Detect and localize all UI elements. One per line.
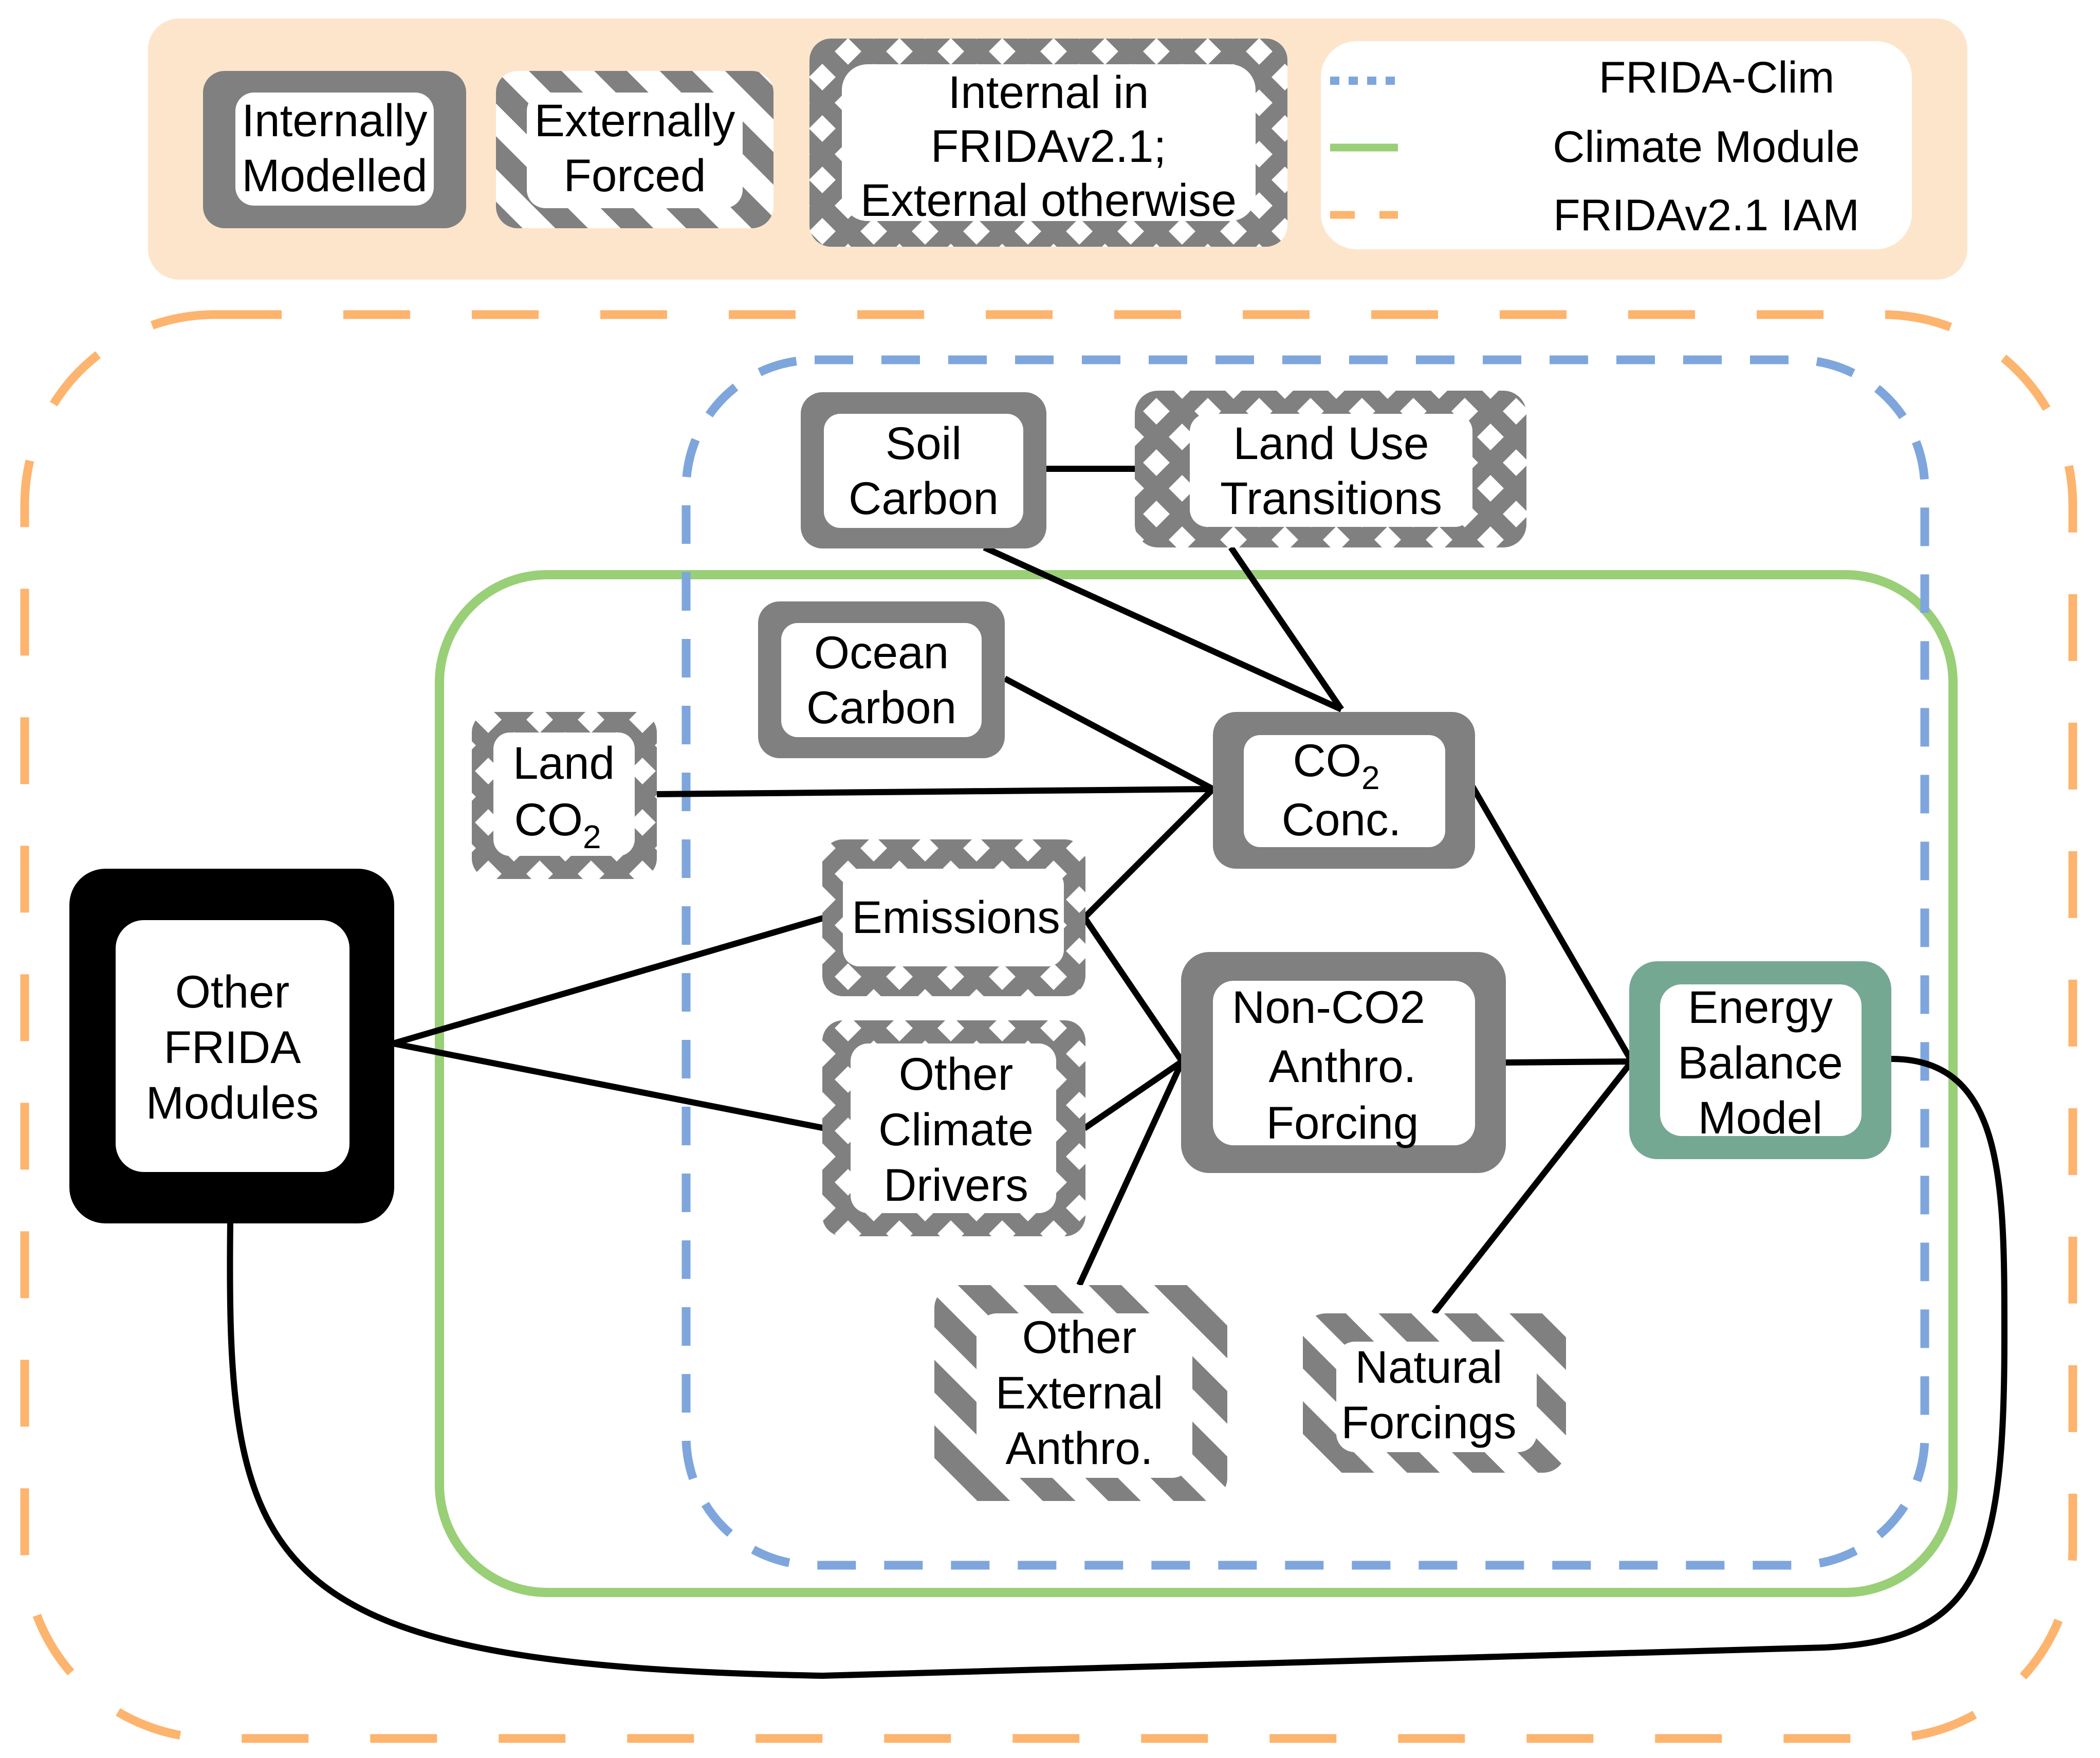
legend-external-line2: Forced (564, 150, 706, 201)
edge-landuse-co2 (1228, 545, 1344, 711)
node-natural-forcings-line1: Natural (1355, 1341, 1503, 1393)
node-land-use-transitions[interactable]: Land Use Transitions (1135, 391, 1526, 547)
node-other-external-line1: Other (1022, 1311, 1137, 1363)
climate-module-boundary (435, 570, 1958, 1597)
edge-emissions-nonco2 (1082, 915, 1185, 1064)
node-land-use-line1: Land Use (1233, 417, 1429, 469)
legend-mixed-line1: Internal in (948, 66, 1149, 118)
node-non-co2-line3: Forcing (1266, 1097, 1419, 1148)
node-other-climate-drivers[interactable]: Other Climate Drivers (822, 1020, 1085, 1236)
edge-emissions-co2 (1082, 786, 1215, 920)
edge-otherdrivers-nonco2 (1082, 1059, 1184, 1131)
node-non-co2-line1: Non-CO2 (1232, 981, 1425, 1033)
node-ebm-line3: Model (1698, 1092, 1822, 1143)
legend-mixed-line3: External otherwise (860, 174, 1237, 226)
non-co2-text: Non-CO (1232, 981, 1399, 1033)
node-other-external-anthro[interactable]: Other External Anthro. (934, 1285, 1227, 1501)
edge-otherexternal-nonco2 (1076, 1060, 1185, 1287)
node-emissions[interactable]: Emissions (822, 839, 1085, 996)
co2-subscript: 2 (583, 818, 601, 855)
node-other-climate-drivers-line3: Drivers (883, 1159, 1028, 1211)
node-energy-balance-model[interactable]: Energy Balance Model (1629, 961, 1891, 1159)
node-emissions-line1: Emissions (852, 891, 1060, 943)
node-other-climate-drivers-line1: Other (899, 1048, 1014, 1100)
node-soil-carbon-line2: Carbon (849, 472, 999, 524)
legend-internal-line2: Modelled (242, 150, 427, 201)
node-other-frida-line3: Modules (146, 1077, 319, 1128)
node-other-frida-modules[interactable]: Other FRIDA Modules (69, 869, 394, 1223)
edge-ebm-otherfrida-loop (227, 1056, 2008, 1679)
node-natural-forcings[interactable]: Natural Forcings (1303, 1313, 1566, 1473)
edges (227, 466, 2008, 1679)
node-land-co2[interactable]: Land CO2 (472, 712, 657, 879)
frida-clim-boundary (681, 355, 1929, 1570)
legend-external: Externally Forced (496, 71, 773, 228)
legend-frida-clim: FRIDA-Clim (1599, 53, 1835, 102)
legend-internal-line1: Internally (242, 95, 428, 146)
legend-mixed: Internal in FRIDAv2.1; External otherwis… (809, 39, 1287, 247)
edge-ocean-co2 (1003, 675, 1214, 792)
co2-subscript: 2 (1361, 759, 1380, 796)
node-other-frida-line2: FRIDA (164, 1021, 302, 1073)
co2-text: CO (1293, 735, 1361, 786)
edge-natural-ebm (1431, 1059, 1634, 1315)
legend-boundaries: FRIDA-Clim Climate Module FRIDAv2.1 IAM (1321, 41, 1912, 249)
node-ebm-line2: Balance (1678, 1037, 1843, 1088)
node-natural-forcings-line2: Forcings (1341, 1397, 1516, 1448)
co2-subscript: 2 (1399, 981, 1425, 1033)
node-land-use-line2: Transitions (1220, 472, 1442, 524)
edge-otherfrida-emissions (392, 914, 826, 1047)
frida-iam-boundary (20, 310, 2077, 1743)
co2-text: CO (514, 794, 583, 845)
node-ocean-carbon-line1: Ocean (814, 627, 949, 678)
node-co2-conc[interactable]: CO2 Conc. (1213, 712, 1475, 869)
node-soil-carbon-line1: Soil (886, 417, 962, 469)
node-land-co2-line2: CO2 (514, 794, 601, 855)
node-non-co2-forcing[interactable]: Non-CO2 Anthro. Forcing (1181, 952, 1506, 1173)
node-co2-conc-line1: CO2 (1293, 735, 1379, 796)
node-land-co2-line1: Land (513, 737, 615, 789)
legend-mixed-line2: FRIDAv2.1; (931, 120, 1166, 172)
node-other-climate-drivers-line2: Climate (878, 1104, 1034, 1155)
edge-landco2-co2 (655, 786, 1213, 797)
node-ocean-carbon-line2: Carbon (806, 682, 956, 733)
node-ebm-line1: Energy (1688, 981, 1833, 1033)
edge-nonco2-ebm (1505, 1058, 1632, 1066)
edge-co2-ebm (1469, 784, 1635, 1064)
node-other-external-line2: External (996, 1367, 1164, 1418)
node-other-frida-line1: Other (175, 966, 290, 1017)
node-other-external-line3: Anthro. (1006, 1422, 1153, 1474)
edge-otherfrida-otherdrivers (392, 1040, 826, 1131)
legend-climate-module: Climate Module (1553, 122, 1859, 172)
node-soil-carbon[interactable]: Soil Carbon (801, 392, 1046, 548)
edge-soil-co2 (983, 544, 1343, 712)
node-co2-conc-line2: Conc. (1282, 794, 1402, 845)
node-non-co2-line2: Anthro. (1269, 1040, 1416, 1092)
legend-frida-iam: FRIDAv2.1 IAM (1553, 191, 1859, 240)
legend-external-line1: Externally (535, 95, 735, 146)
node-ocean-carbon[interactable]: Ocean Carbon (758, 601, 1005, 758)
legend-internal: Internally Modelled (203, 71, 466, 228)
